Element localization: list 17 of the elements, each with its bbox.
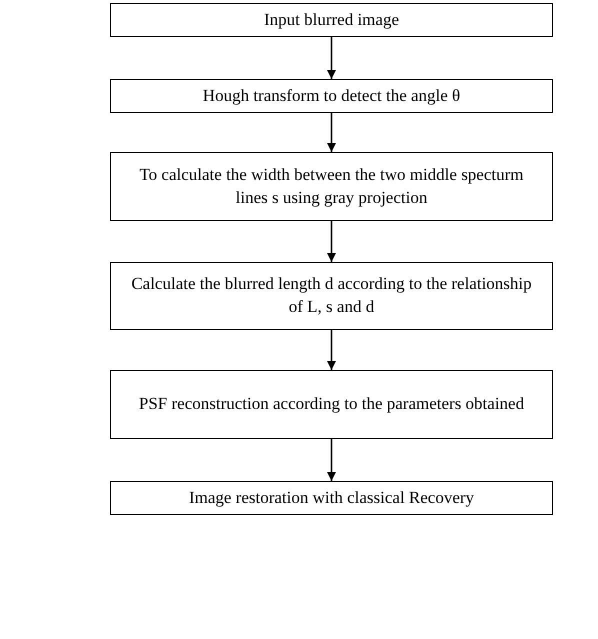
step-text: Calculate the blurred length d according to the relationship of L, s and d bbox=[130, 273, 533, 318]
arrow bbox=[327, 37, 336, 79]
arrow bbox=[327, 330, 336, 370]
step-text: Image restoration with classical Recovery bbox=[188, 486, 474, 509]
step-text: Input blurred image bbox=[264, 8, 399, 31]
arrow bbox=[327, 221, 336, 262]
step-text: To calculate the width between the two middle specturm lines s using gray projection bbox=[138, 164, 525, 209]
process-box bbox=[110, 262, 553, 330]
process-box bbox=[110, 152, 553, 221]
step-text: PSF reconstruction according to the parameters obtained bbox=[138, 393, 524, 416]
arrow bbox=[327, 439, 336, 481]
step-text: Hough transform to detect the angle θ bbox=[202, 84, 460, 107]
process-box bbox=[110, 370, 553, 439]
process-box bbox=[110, 481, 553, 515]
process-box bbox=[110, 3, 553, 37]
arrow bbox=[327, 113, 336, 152]
process-box bbox=[110, 79, 553, 113]
